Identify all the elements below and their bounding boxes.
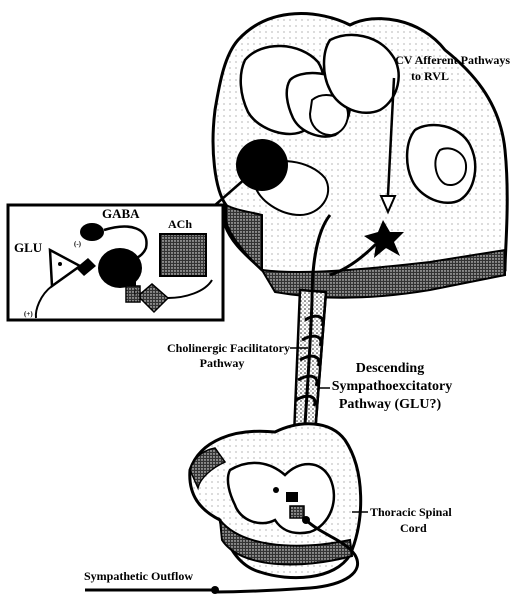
cv-afferent-label-line2: to RVL <box>411 69 449 83</box>
cv-afferent-label-line1: CV Afferent Pathways <box>395 53 510 67</box>
descending-label-line2: Sympathoexcitatory <box>332 379 453 394</box>
thoracic-label-line1: Thoracic Spinal <box>370 505 452 519</box>
gaba-label: GABA <box>102 206 140 221</box>
descending-label-line3: Pathway (GLU?) <box>339 397 442 412</box>
sympathetic-outflow-label: Sympathetic Outflow <box>84 569 193 583</box>
cholinergic-label-line1: Cholinergic Facilitatory <box>167 341 290 355</box>
outflow-arrow <box>85 586 219 594</box>
descending-label-line1: Descending <box>356 361 424 376</box>
minus-sign-1: (-) <box>74 240 82 248</box>
plus-sign: (+) <box>24 310 33 318</box>
ach-label: ACh <box>168 217 192 231</box>
glu-label: GLU <box>14 240 43 255</box>
spinal-cord-section <box>190 424 361 578</box>
rvl-nucleus <box>236 139 288 191</box>
minus-sign-2: (-) <box>134 288 142 296</box>
cholinergic-label-line2: Pathway <box>200 356 245 370</box>
thoracic-label-line2: Cord <box>400 521 427 535</box>
